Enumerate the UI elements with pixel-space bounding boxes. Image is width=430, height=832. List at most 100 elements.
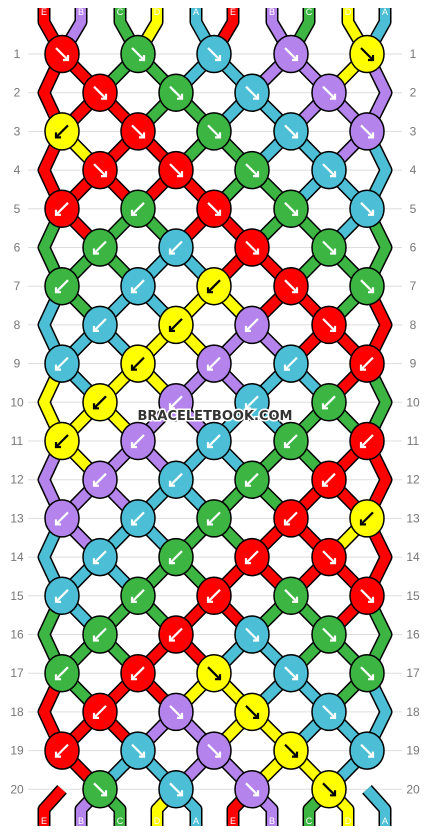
arrow-down-right-icon bbox=[131, 47, 146, 62]
strand-label-top: B bbox=[269, 7, 275, 17]
arrow-down-right-icon bbox=[169, 705, 184, 720]
knot bbox=[349, 576, 385, 616]
knot bbox=[82, 73, 118, 112]
row-number-left: 6 bbox=[14, 241, 21, 255]
arrow-down-left-icon bbox=[130, 202, 145, 216]
knot bbox=[44, 731, 80, 770]
knot bbox=[311, 692, 347, 732]
knot bbox=[82, 770, 118, 809]
arrow-down-right-icon bbox=[169, 782, 184, 797]
row-number-right: 4 bbox=[410, 163, 417, 177]
row-number-right: 10 bbox=[406, 395, 420, 409]
knot bbox=[196, 34, 232, 74]
strand-label-top: E bbox=[230, 7, 236, 17]
arrow-down-left-icon bbox=[130, 434, 145, 449]
knot bbox=[82, 383, 118, 422]
arrow-down-right-icon bbox=[131, 743, 146, 758]
arrow-down-right-icon bbox=[169, 163, 184, 178]
knot bbox=[158, 615, 194, 654]
knot bbox=[82, 228, 118, 267]
knot bbox=[120, 576, 156, 616]
arrow-down-right-icon bbox=[322, 163, 337, 178]
row-number-left: 13 bbox=[10, 511, 24, 525]
arrow-down-left-icon bbox=[283, 434, 298, 449]
arrow-down-right-icon bbox=[322, 627, 337, 642]
row-number-right: 20 bbox=[406, 782, 420, 796]
knot bbox=[273, 576, 309, 616]
knot bbox=[44, 653, 80, 693]
knot bbox=[158, 537, 194, 577]
arrow-down-right-icon bbox=[93, 782, 108, 797]
row-number-right: 17 bbox=[406, 666, 420, 680]
arrow-down-left-icon bbox=[54, 589, 69, 603]
arrow-down-left-icon bbox=[130, 511, 145, 526]
knot bbox=[158, 460, 194, 499]
bottom-strand bbox=[39, 785, 66, 826]
knot bbox=[311, 383, 347, 422]
knot-grid bbox=[44, 34, 385, 809]
arrow-down-left-icon bbox=[168, 395, 183, 410]
knot bbox=[44, 34, 80, 74]
knot bbox=[196, 112, 232, 151]
arrow-down-left-icon bbox=[206, 356, 221, 371]
arrow-down-right-icon bbox=[284, 47, 299, 62]
row-number-left: 15 bbox=[10, 589, 24, 603]
arrow-down-left-icon bbox=[283, 511, 298, 526]
knot bbox=[120, 653, 156, 693]
knot bbox=[273, 653, 309, 693]
knot bbox=[234, 537, 270, 577]
arrow-down-left-icon bbox=[92, 472, 107, 487]
knot bbox=[311, 150, 347, 190]
knot bbox=[158, 692, 194, 732]
knot bbox=[234, 770, 270, 809]
knot bbox=[349, 421, 385, 461]
arrow-down-left-icon bbox=[54, 434, 69, 449]
arrow-down-right-icon bbox=[245, 705, 260, 720]
arrow-down-right-icon bbox=[207, 743, 222, 758]
arrow-down-left-icon bbox=[92, 395, 107, 410]
arrow-down-right-icon bbox=[207, 666, 222, 681]
row-number-right: 1 bbox=[410, 47, 417, 61]
strand-label-bottom: B bbox=[269, 816, 275, 826]
row-number-left: 17 bbox=[10, 666, 24, 680]
strand-label-bottom: C bbox=[306, 816, 313, 826]
row-number-right: 15 bbox=[406, 589, 420, 603]
knot bbox=[120, 344, 156, 383]
knot bbox=[311, 228, 347, 267]
arrow-down-left-icon bbox=[244, 395, 259, 410]
row-number-left: 1 bbox=[14, 47, 21, 61]
arrow-down-left-icon bbox=[92, 240, 107, 255]
row-number-right: 7 bbox=[410, 279, 417, 293]
knot bbox=[82, 537, 118, 577]
arrow-down-right-icon bbox=[322, 705, 337, 720]
knot bbox=[44, 576, 80, 616]
knot bbox=[273, 344, 309, 383]
strand-label-top: C bbox=[306, 7, 313, 17]
knot bbox=[120, 421, 156, 461]
knot bbox=[349, 34, 385, 74]
arrow-down-left-icon bbox=[54, 279, 69, 294]
knot bbox=[44, 189, 80, 229]
knot bbox=[82, 305, 118, 345]
bottom-strand bbox=[363, 785, 390, 826]
arrow-down-right-icon bbox=[284, 666, 299, 681]
strand-label-top: E bbox=[41, 7, 47, 17]
arrow-down-left-icon bbox=[54, 202, 69, 216]
arrow-down-right-icon bbox=[169, 85, 184, 100]
arrow-down-left-icon bbox=[359, 511, 374, 526]
row-number-right: 14 bbox=[406, 550, 420, 564]
arrow-down-right-icon bbox=[284, 202, 299, 216]
arrow-down-left-icon bbox=[130, 666, 145, 681]
knot bbox=[158, 150, 194, 190]
arrow-down-left-icon bbox=[130, 279, 145, 294]
knot bbox=[196, 189, 232, 229]
arrow-down-left-icon bbox=[92, 705, 107, 720]
arrow-down-left-icon bbox=[168, 472, 183, 487]
strand-label-bottom: D bbox=[154, 816, 161, 826]
strand-label-top: A bbox=[382, 7, 388, 17]
watermark: BRACELETBOOK.COM bbox=[138, 409, 293, 424]
arrow-down-right-icon bbox=[245, 240, 260, 255]
row-number-left: 20 bbox=[10, 782, 24, 796]
